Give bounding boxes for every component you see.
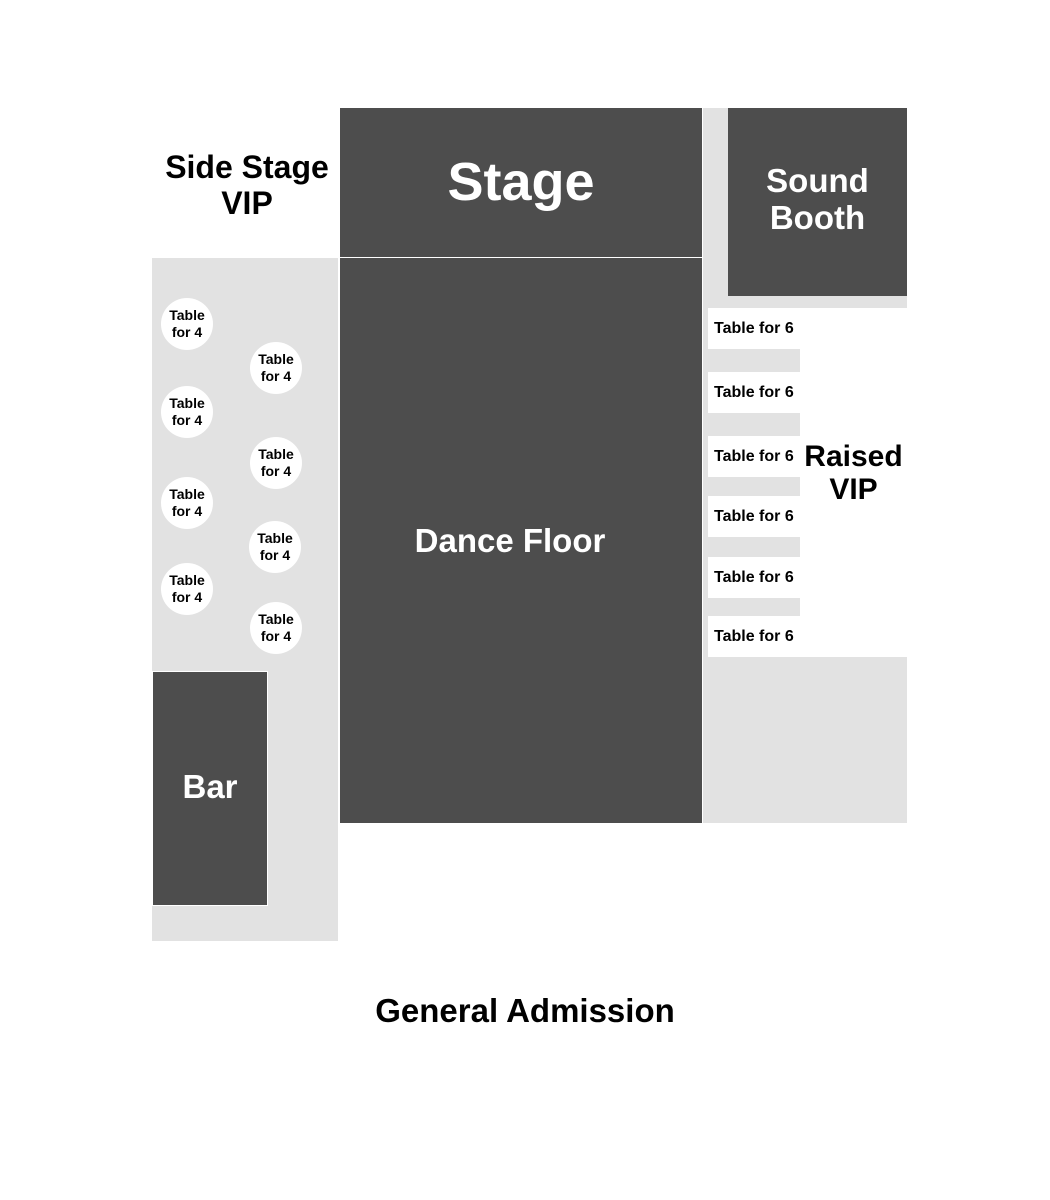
dance-floor-area[interactable]: Dance Floor (340, 258, 702, 823)
table-for-4[interactable]: Table for 4 (161, 477, 213, 529)
bar-area[interactable]: Bar (152, 671, 268, 906)
table-for-6[interactable]: Table for 6 (708, 372, 800, 413)
raised-vip-platform (800, 308, 907, 657)
table-for-6[interactable]: Table for 6 (708, 496, 800, 537)
table-for-4[interactable]: Table for 4 (161, 386, 213, 438)
table-for-4[interactable]: Table for 4 (249, 521, 301, 573)
table-for-4[interactable]: Table for 4 (250, 342, 302, 394)
raised-vip-label: Raised VIP (804, 440, 903, 506)
sound-booth-area[interactable]: Sound Booth (728, 108, 907, 296)
table-for-6[interactable]: Table for 6 (708, 557, 800, 598)
stage-area[interactable]: Stage (340, 108, 702, 257)
table-for-4[interactable]: Table for 4 (250, 602, 302, 654)
table-for-6[interactable]: Table for 6 (708, 308, 800, 349)
table-for-4[interactable]: Table for 4 (250, 437, 302, 489)
table-for-6[interactable]: Table for 6 (708, 436, 800, 477)
table-for-4[interactable]: Table for 4 (161, 298, 213, 350)
general-admission-label: General Admission (375, 992, 675, 1029)
side-stage-vip-label: Side Stage VIP (165, 149, 329, 221)
table-for-4[interactable]: Table for 4 (161, 563, 213, 615)
table-for-6[interactable]: Table for 6 (708, 616, 800, 657)
